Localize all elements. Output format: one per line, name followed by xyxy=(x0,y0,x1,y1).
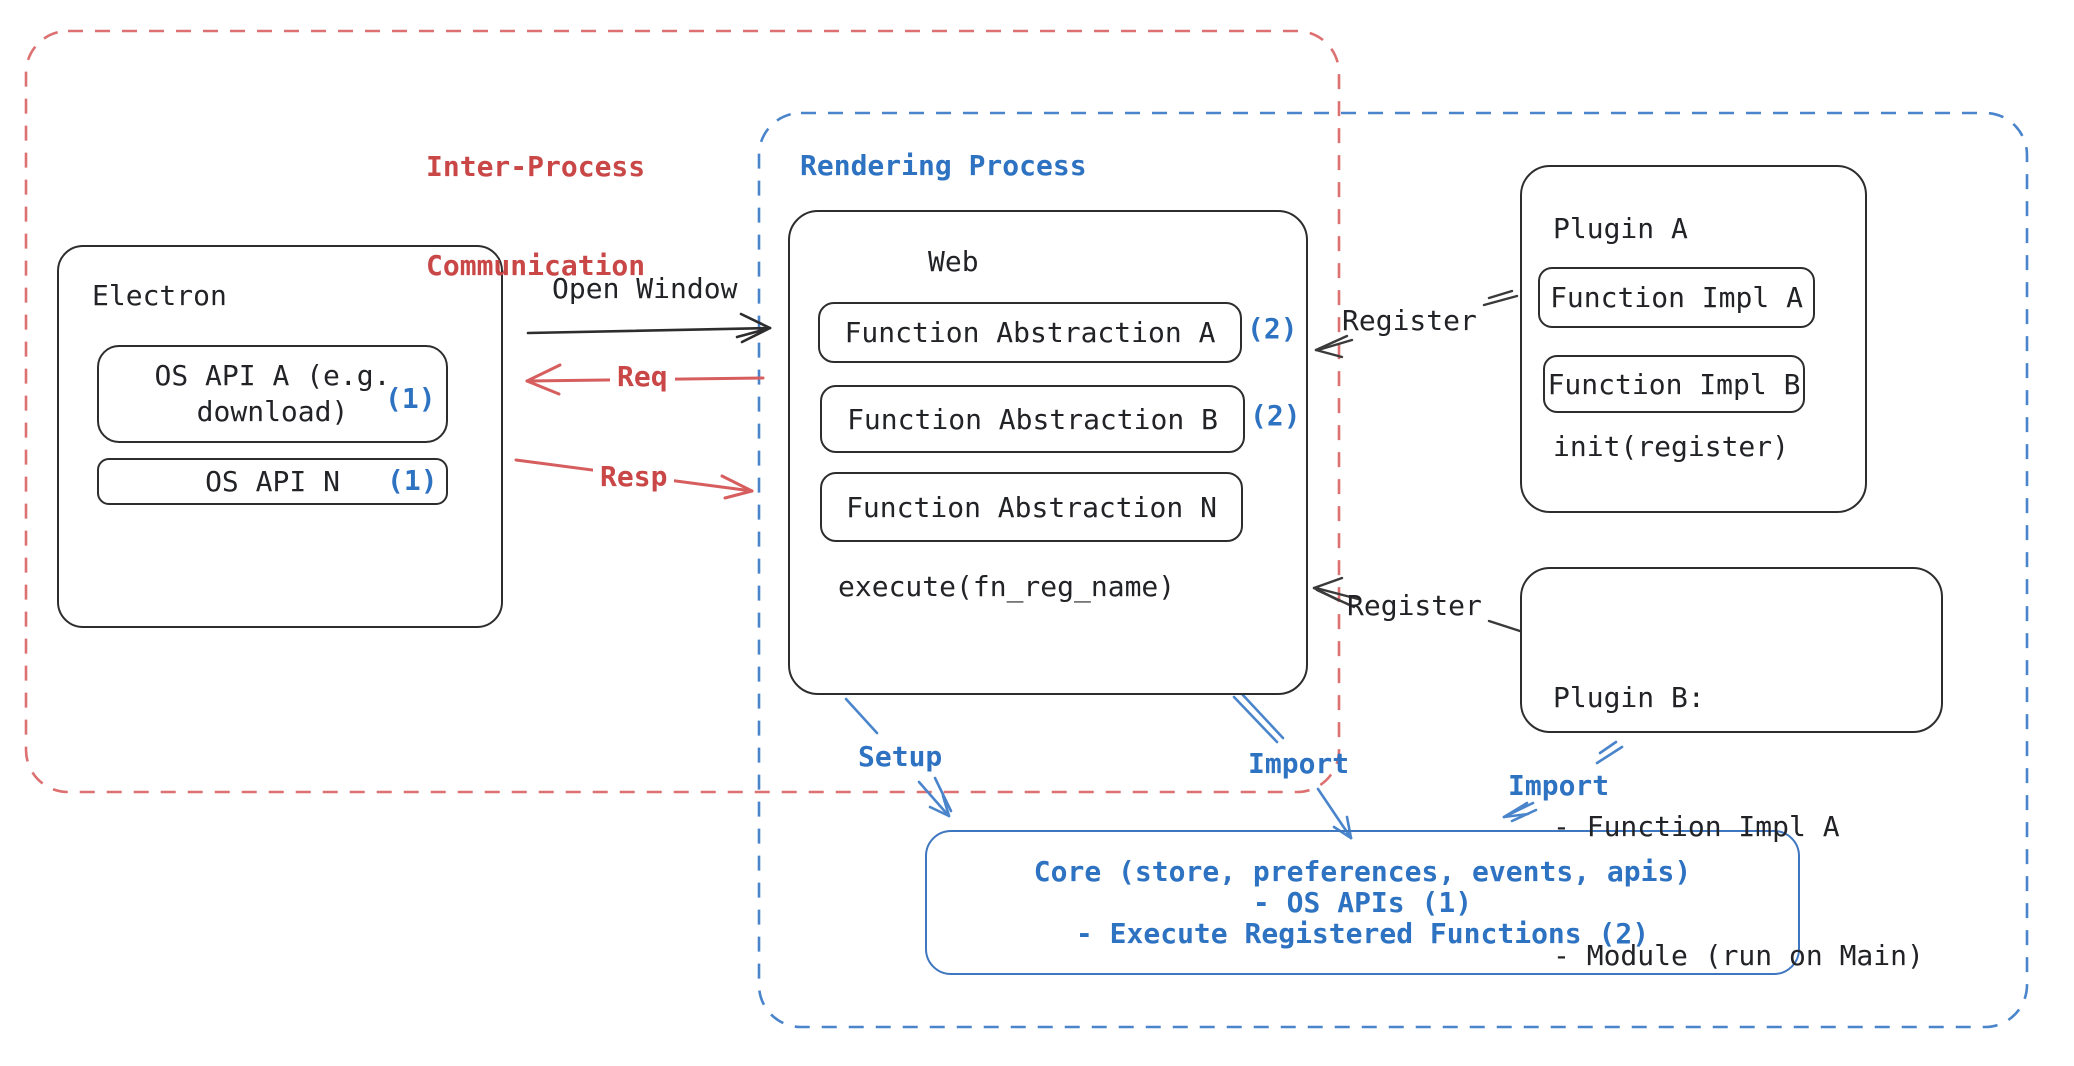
fa-a-label: Function Abstraction A xyxy=(844,316,1216,349)
core-line2: - OS APIs (1) xyxy=(1252,886,1473,919)
os-api-a-line2: download) xyxy=(196,395,349,428)
plugin-b-text: Plugin B: - Function Impl A - Module (ru… xyxy=(1553,590,1924,1063)
plugin-a-impl-b-box: Function Impl B xyxy=(1543,355,1805,413)
fa-n-box: Function Abstraction N xyxy=(820,472,1243,542)
plugin-b-item1: - Function Impl A xyxy=(1553,810,1840,843)
fa-a-box: Function Abstraction A xyxy=(818,302,1242,363)
fa-b-badge: (2) xyxy=(1250,399,1301,432)
os-api-n-badge: (1) xyxy=(387,464,438,497)
open-window-label: Open Window xyxy=(552,272,738,305)
plugin-b-item2: - Module (run on Main) xyxy=(1553,939,1924,972)
execute-label: execute(fn_reg_name) xyxy=(838,570,1176,603)
plugin-a-title: Plugin A xyxy=(1553,212,1688,245)
register-top-label: Register xyxy=(1342,304,1477,337)
os-api-a-badge: (1) xyxy=(385,382,436,415)
setup-label: Setup xyxy=(858,740,943,773)
fa-b-box: Function Abstraction B xyxy=(820,385,1245,453)
plugin-b-title: Plugin B: xyxy=(1553,681,1705,714)
os-api-a-line1: OS API A (e.g. xyxy=(154,359,391,392)
web-title: Web xyxy=(928,245,979,278)
resp-label: Resp xyxy=(593,460,675,493)
fa-n-label: Function Abstraction N xyxy=(846,490,1217,524)
import-plugin-label: Import xyxy=(1508,769,1610,802)
plugin-a-impl-b-label: Function Impl B xyxy=(1547,367,1801,401)
plugin-a-impl-a-label: Function Impl A xyxy=(1550,281,1803,314)
electron-title: Electron xyxy=(92,279,227,312)
register-bottom-label: Register xyxy=(1347,589,1482,622)
os-api-n-label: OS API N xyxy=(205,465,340,498)
fa-b-label: Function Abstraction B xyxy=(847,402,1218,436)
fa-a-badge: (2) xyxy=(1247,312,1298,345)
rendering-group-label: Rendering Process xyxy=(800,149,1087,182)
ipc-group-label: Inter-Process Communication xyxy=(426,84,645,348)
ipc-label-line1: Inter-Process xyxy=(426,150,646,183)
import-web-label: Import xyxy=(1248,747,1350,780)
plugin-a-impl-a-box: Function Impl A xyxy=(1538,267,1815,328)
req-label: Req xyxy=(610,360,675,393)
plugin-a-init-label: init(register) xyxy=(1553,430,1790,463)
